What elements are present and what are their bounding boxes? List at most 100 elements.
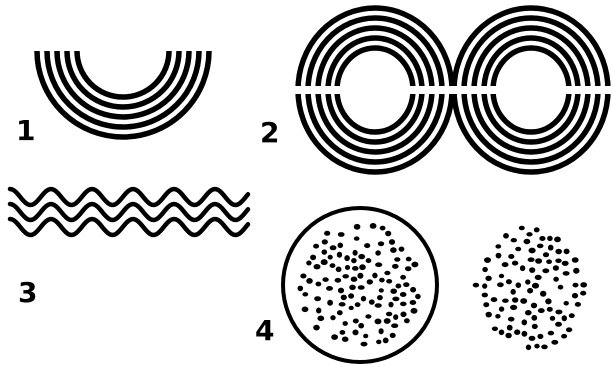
dot	[324, 231, 330, 236]
dot-cluster-free	[473, 226, 587, 350]
dot	[338, 232, 345, 237]
dot	[330, 263, 336, 268]
dot	[569, 313, 575, 318]
dot	[535, 275, 542, 280]
dot	[505, 333, 511, 339]
dot	[361, 342, 368, 347]
dot	[492, 327, 498, 332]
dot	[376, 340, 381, 345]
dot	[527, 288, 533, 294]
dot	[534, 227, 540, 232]
dot	[512, 297, 518, 303]
dot	[486, 312, 492, 318]
dot	[342, 274, 349, 278]
dot	[528, 257, 535, 262]
dot	[525, 310, 532, 315]
panel-2-label: 2	[260, 116, 279, 149]
dot	[580, 291, 586, 296]
dot	[483, 302, 489, 307]
dot	[379, 288, 384, 292]
dot	[506, 279, 512, 284]
dot	[330, 245, 337, 250]
dot	[306, 278, 313, 284]
dot	[302, 292, 308, 296]
dot	[352, 266, 359, 271]
dot	[572, 257, 579, 263]
dot	[336, 267, 342, 273]
dot	[357, 273, 363, 279]
dot	[340, 330, 346, 335]
dot	[547, 236, 553, 241]
enclosing-circle	[283, 208, 437, 362]
dot	[404, 318, 410, 323]
dot	[317, 316, 324, 322]
dot	[375, 319, 382, 325]
dot	[302, 307, 309, 313]
dot	[385, 231, 391, 237]
dot	[349, 306, 354, 310]
dot	[352, 330, 358, 336]
dot	[511, 289, 516, 295]
dot	[520, 265, 525, 271]
dot	[554, 237, 561, 243]
dot	[326, 286, 333, 291]
dot	[363, 334, 368, 339]
dot	[410, 287, 416, 293]
dot	[343, 321, 348, 326]
dot	[314, 296, 321, 301]
dot	[573, 268, 579, 274]
dot	[338, 243, 344, 249]
dot	[400, 292, 407, 297]
panel-1-label: 1	[16, 114, 35, 147]
dot	[386, 312, 392, 317]
panel-1: 1	[16, 51, 209, 147]
dot	[298, 286, 304, 292]
dot	[485, 276, 491, 281]
dot	[361, 296, 366, 302]
dot	[321, 259, 328, 265]
dot	[390, 289, 397, 294]
dot	[532, 324, 538, 329]
dot	[358, 285, 365, 290]
dot	[473, 283, 479, 288]
dot	[375, 250, 381, 255]
dot	[558, 285, 564, 290]
dot	[331, 334, 338, 340]
dot	[396, 284, 402, 289]
dot	[524, 239, 531, 244]
dot	[529, 248, 536, 254]
dot	[502, 262, 509, 267]
dot	[566, 327, 572, 332]
panel-3: 3	[10, 189, 248, 309]
dot	[562, 261, 569, 266]
dot	[482, 293, 488, 298]
dot	[514, 329, 520, 335]
dot	[484, 257, 491, 263]
dot	[415, 294, 421, 299]
dot	[344, 255, 350, 261]
dot	[338, 288, 344, 294]
panel-4: 4	[255, 208, 587, 362]
dot	[399, 247, 405, 252]
dot	[482, 267, 488, 272]
dot	[322, 249, 328, 254]
dot	[515, 247, 521, 252]
dot	[316, 308, 321, 314]
dot	[555, 259, 561, 264]
split-gap	[290, 86, 613, 94]
dot	[410, 300, 417, 305]
dot	[512, 261, 518, 266]
dot	[546, 259, 552, 264]
dot	[375, 262, 382, 267]
dot	[403, 282, 409, 287]
dot	[354, 224, 361, 230]
dot-cluster-enclosed	[298, 223, 421, 347]
dot	[388, 302, 393, 308]
dot	[351, 258, 357, 263]
dot	[314, 264, 321, 269]
dot	[372, 273, 377, 279]
wavy-lines	[10, 189, 248, 235]
nested-arcs	[37, 51, 209, 137]
wavy-line	[10, 219, 248, 235]
